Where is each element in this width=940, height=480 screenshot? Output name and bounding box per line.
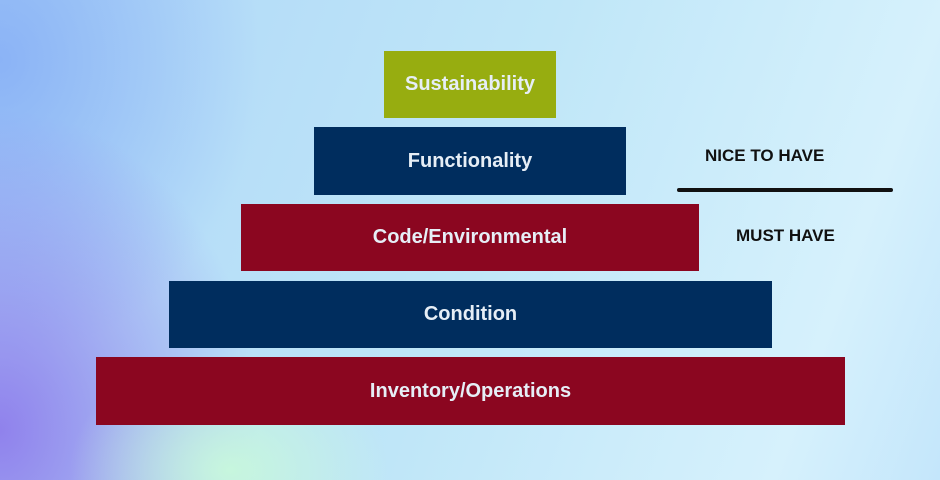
pyramid-level-condition: Condition: [169, 281, 772, 348]
divider-line: [677, 188, 893, 192]
must-have-label: MUST HAVE: [736, 226, 835, 245]
level-label: Inventory/Operations: [369, 379, 572, 402]
pyramid-level-sustainability: Sustainability: [384, 51, 556, 118]
level-label: Condition: [423, 303, 518, 325]
pyramid-level-code-environmental: Code/Environmental: [241, 204, 699, 271]
nice-to-have-label: NICE TO HAVE: [705, 146, 825, 165]
pyramid-level-functionality: Functionality: [314, 127, 626, 195]
level-label: Functionality: [407, 149, 533, 172]
level-label: Code/Environmental: [372, 226, 568, 248]
pyramid-level-inventory-operations: Inventory/Operations: [96, 357, 845, 425]
level-label: Sustainability: [404, 73, 536, 95]
